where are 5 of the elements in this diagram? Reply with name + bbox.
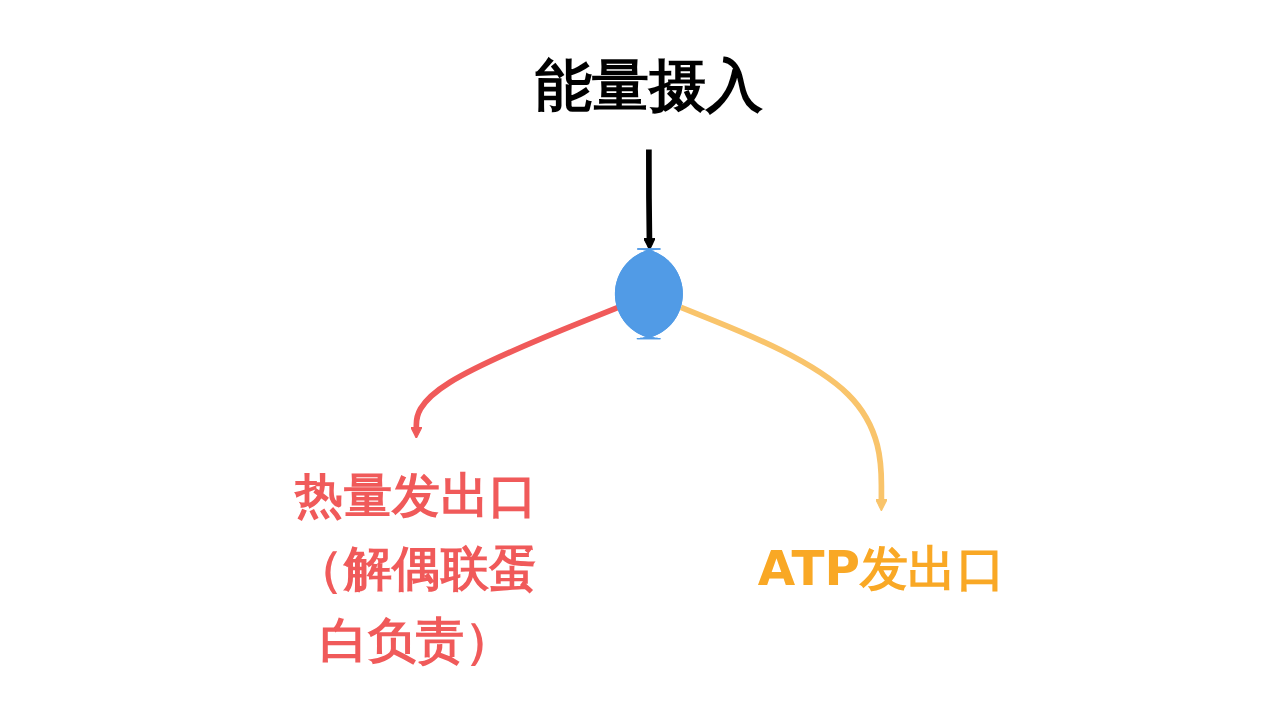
node-text: 能量摄入 (535, 52, 764, 119)
node-text: 热量发出口 （解偶联蛋白负责） (295, 466, 538, 669)
arrow (410, 304, 620, 439)
arrow (680, 304, 889, 512)
node-text: ATP发出口 (758, 539, 1006, 597)
